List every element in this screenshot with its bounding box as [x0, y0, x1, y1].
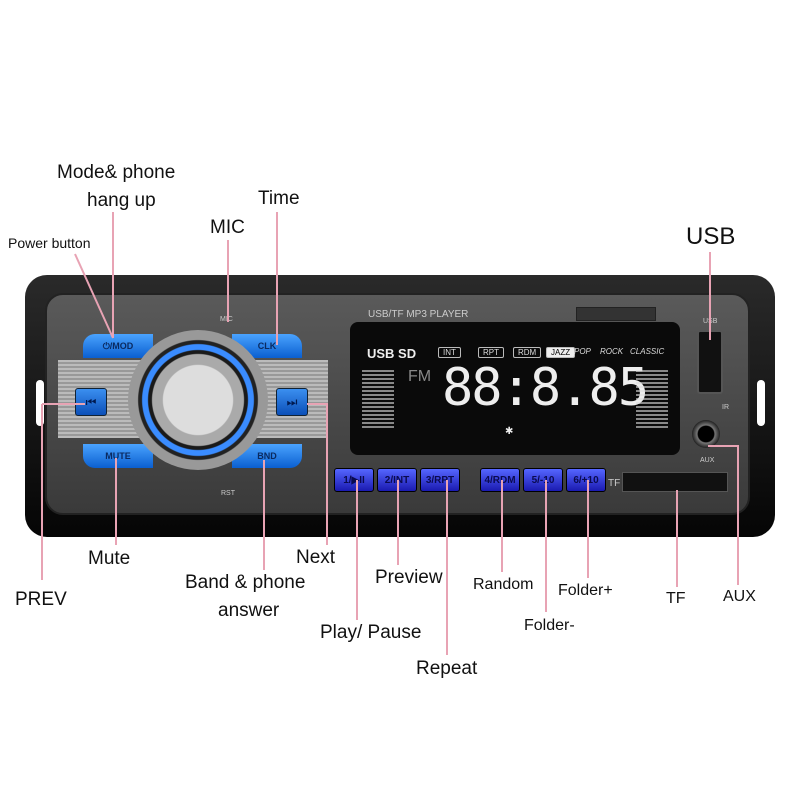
display-digits: 88:8.85	[442, 358, 649, 418]
ir-label: IR	[722, 404, 729, 411]
display-sources: USB SD	[367, 346, 417, 361]
bluetooth-icon: ✱	[505, 426, 514, 437]
button-4-rdm[interactable]: 4/RDM	[480, 468, 520, 492]
prev-button[interactable]: ⏮	[75, 388, 107, 416]
button-6-folder-up[interactable]: 6/+10	[566, 468, 606, 492]
callout-mode-phone-2: hang up	[87, 190, 156, 211]
button-5-folder-down[interactable]: 5/-10	[523, 468, 563, 492]
volume-knob[interactable]	[128, 330, 268, 470]
callout-preview: Preview	[375, 567, 443, 588]
usb-port[interactable]	[697, 330, 723, 394]
callout-folder-minus: Folder-	[524, 617, 575, 634]
display-mode: INT	[438, 347, 461, 358]
callout-power: Power button	[8, 235, 91, 251]
callout-tf: TF	[666, 590, 686, 607]
callout-band-2: answer	[218, 600, 280, 621]
button-1-play-pause[interactable]: 1/▶II	[334, 468, 374, 492]
callout-usb: USB	[686, 223, 736, 250]
callout-mic: MIC	[210, 217, 245, 238]
callout-prev: PREV	[15, 589, 67, 610]
next-button[interactable]: ⏭	[276, 388, 308, 416]
aux-port-label: AUX	[700, 457, 715, 464]
button-3-rpt[interactable]: 3/RPT	[420, 468, 460, 492]
callout-band: Band & phone	[185, 572, 306, 593]
tf-label: TF	[608, 478, 621, 489]
callout-aux: AUX	[723, 588, 756, 605]
callout-play-pause: Play/ Pause	[320, 622, 422, 643]
tf-slot[interactable]	[622, 472, 728, 492]
callout-random: Random	[473, 576, 534, 593]
cd-slot	[576, 307, 656, 321]
display-eq: ROCK	[600, 347, 624, 356]
display-mode: RPT	[478, 347, 504, 358]
callout-folder-plus: Folder+	[558, 582, 613, 599]
display-eq: CLASSIC	[630, 347, 665, 356]
callout-mode-phone: Mode& phone	[57, 162, 176, 183]
lcd-display: USB SD INT RPT RDM JAZZ POP ROCK CLASSIC…	[350, 322, 680, 455]
release-slot-right	[757, 380, 765, 426]
aux-jack[interactable]	[692, 420, 720, 448]
mic-label: MIC	[220, 316, 233, 323]
release-slot	[36, 380, 44, 426]
display-mode: RDM	[513, 347, 542, 358]
spectrum-right	[636, 370, 668, 430]
mode-button[interactable]: ⏻/MOD	[83, 334, 153, 358]
display-band: FM	[408, 368, 432, 385]
display-eq: POP	[574, 347, 591, 356]
callout-repeat: Repeat	[416, 658, 478, 679]
mute-button[interactable]: MUTE	[83, 444, 153, 468]
spectrum-left	[362, 370, 394, 430]
callout-mute: Mute	[88, 548, 131, 569]
brand-text: USB/TF MP3 PLAYER	[368, 309, 469, 320]
callout-time: Time	[258, 188, 300, 209]
rst-button[interactable]: RST	[221, 490, 235, 497]
callout-next: Next	[296, 547, 336, 568]
display-eq: JAZZ	[546, 347, 576, 358]
button-2-int[interactable]: 2/INT	[377, 468, 417, 492]
